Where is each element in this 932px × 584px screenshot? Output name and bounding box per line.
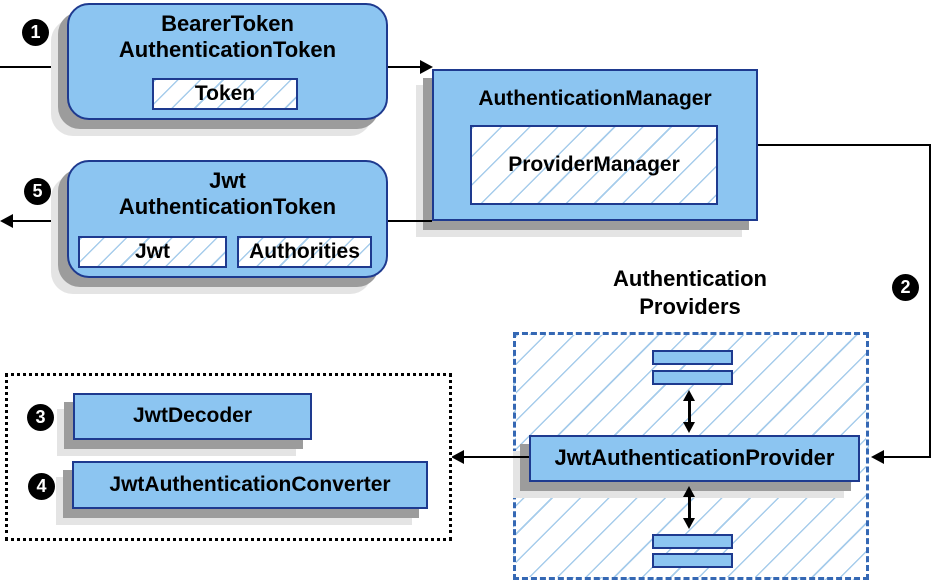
authentication-manager-title: AuthenticationManager — [478, 87, 712, 110]
double-arrow-icon — [683, 486, 696, 529]
jwt-authentication-token-node: Jwt AuthenticationToken Jwt Authorities — [67, 160, 388, 278]
jwt-authentication-converter-node: JwtAuthenticationConverter — [72, 461, 428, 509]
jwt-authentication-token-title-line1: Jwt — [209, 168, 246, 193]
bearer-token-title: BearerToken AuthenticationToken — [69, 5, 386, 63]
authentication-providers-label-line2: Providers — [639, 294, 741, 319]
step-3-badge: 3 — [27, 404, 54, 431]
provider-bar — [652, 370, 733, 385]
double-arrow-icon — [683, 390, 696, 433]
authorities-field: Authorities — [237, 236, 372, 268]
outgoing-result-arrowhead-icon — [0, 214, 13, 228]
authentication-providers-label-line1: Authentication — [613, 266, 767, 291]
provider-bar — [652, 553, 733, 568]
step-2-line-top — [758, 144, 931, 146]
outgoing-result-line — [13, 220, 67, 222]
to-authentication-manager-arrowhead-icon — [420, 60, 433, 74]
jwt-authentication-token-title: Jwt AuthenticationToken — [69, 162, 386, 220]
to-authentication-manager-line — [388, 66, 420, 68]
step-2-line-vertical — [929, 144, 931, 458]
jwt-authentication-token-title-line2: AuthenticationToken — [118, 194, 337, 219]
provider-to-components-line — [464, 456, 529, 458]
provider-bar — [652, 534, 733, 549]
authentication-manager-node: AuthenticationManager ProviderManager — [432, 69, 758, 221]
token-field: Token — [152, 78, 298, 110]
manager-to-token-line — [388, 220, 432, 222]
step-4-badge: 4 — [28, 473, 55, 500]
jwt-authentication-provider-node: JwtAuthenticationProvider — [529, 435, 860, 482]
bearer-token-title-line1: BearerToken — [161, 11, 294, 36]
step-2-line-bottom — [884, 456, 931, 458]
bearer-token-authentication-token-node: BearerToken AuthenticationToken Token — [67, 3, 388, 120]
jwt-field: Jwt — [78, 236, 227, 268]
provider-bar — [652, 350, 733, 365]
authentication-providers-label: Authentication Providers — [540, 265, 840, 321]
step-2-arrowhead-icon — [871, 450, 884, 464]
step-5-badge: 5 — [24, 178, 51, 205]
provider-manager-box: ProviderManager — [470, 125, 718, 205]
incoming-request-line — [0, 66, 67, 68]
step-1-badge: 1 — [22, 19, 49, 46]
step-2-badge: 2 — [892, 274, 919, 301]
provider-to-components-arrowhead-icon — [451, 450, 464, 464]
bearer-token-title-line2: AuthenticationToken — [118, 37, 337, 62]
jwt-decoder-node: JwtDecoder — [73, 393, 312, 440]
